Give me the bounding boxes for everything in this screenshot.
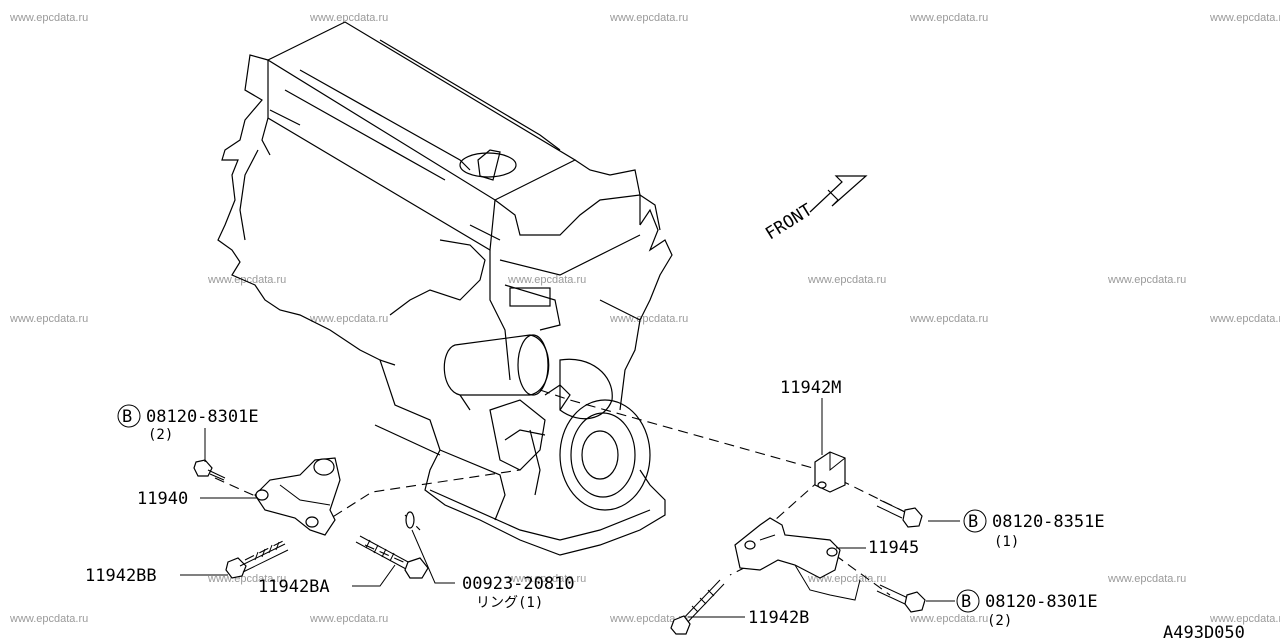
watermark: www.epcdata.ru bbox=[507, 274, 586, 286]
callout-00923-20810: 00923-20810 bbox=[462, 574, 575, 594]
watermark: www.epcdata.ru bbox=[807, 573, 886, 585]
callout-08120-8301E-bottom-qty: (2) bbox=[987, 613, 1012, 629]
bolt-mark-right: B bbox=[963, 509, 987, 533]
callout-11942BB: 11942BB bbox=[85, 566, 157, 586]
watermark: www.epcdata.ru bbox=[909, 613, 988, 625]
bolt-11942BA bbox=[355, 535, 429, 579]
watermark: www.epcdata.ru bbox=[309, 613, 388, 625]
callout-00923-20810-sub: リング(1) bbox=[476, 595, 543, 611]
watermark: www.epcdata.ru bbox=[207, 274, 286, 286]
callout-labels: 08120-8301E (2) 11940 11942BB 11942BA 00… bbox=[85, 378, 1245, 643]
watermark: www.epcdata.ru bbox=[9, 12, 88, 24]
bolt-mark-letter: B bbox=[961, 592, 971, 612]
watermark: www.epcdata.ru bbox=[807, 274, 886, 286]
engine-block bbox=[217, 21, 673, 556]
watermarks: www.epcdata.ru www.epcdata.ru www.epcdat… bbox=[9, 12, 1280, 625]
bolt-mark-letter: B bbox=[122, 407, 132, 427]
bolt-08120-8351E bbox=[876, 499, 923, 528]
bolt-mark-bottom: B bbox=[956, 589, 980, 613]
callout-08120-8301E-top: 08120-8301E bbox=[146, 407, 259, 427]
watermark: www.epcdata.ru bbox=[1107, 274, 1186, 286]
watermark: www.epcdata.ru bbox=[1107, 573, 1186, 585]
callout-11940: 11940 bbox=[137, 489, 188, 509]
watermark: www.epcdata.ru bbox=[1209, 313, 1280, 325]
bolt-08120-8301E-bottom bbox=[876, 584, 926, 613]
ring-00923 bbox=[405, 511, 415, 529]
callout-08120-8351E-qty: (1) bbox=[994, 534, 1019, 550]
watermark: www.epcdata.ru bbox=[909, 12, 988, 24]
callout-11942BA: 11942BA bbox=[258, 577, 330, 597]
watermark: www.epcdata.ru bbox=[9, 613, 88, 625]
watermark: www.epcdata.ru bbox=[207, 573, 286, 585]
insulator-11942M bbox=[814, 451, 846, 493]
callout-08120-8301E-top-qty: (2) bbox=[148, 427, 173, 443]
front-direction-arrow: FRONT bbox=[762, 175, 868, 244]
watermark: www.epcdata.ru bbox=[309, 313, 388, 325]
callout-08120-8351E: 08120-8351E bbox=[992, 512, 1105, 532]
front-label: FRONT bbox=[762, 200, 816, 244]
callout-11942M: 11942M bbox=[780, 378, 841, 398]
watermark: www.epcdata.ru bbox=[9, 313, 88, 325]
bolt-mark-top: B bbox=[117, 404, 141, 428]
bolt-top-left bbox=[193, 459, 226, 481]
watermark: www.epcdata.ru bbox=[309, 12, 388, 24]
leader-lines bbox=[180, 398, 960, 618]
engine-mount-bracket-11940 bbox=[254, 457, 341, 536]
watermark: www.epcdata.ru bbox=[1209, 613, 1280, 625]
watermark: www.epcdata.ru bbox=[609, 313, 688, 325]
bolt-11942B bbox=[670, 579, 725, 635]
watermark: www.epcdata.ru bbox=[909, 313, 988, 325]
watermark: www.epcdata.ru bbox=[1209, 12, 1280, 24]
bolt-mark-letter: B bbox=[968, 512, 978, 532]
callout-08120-8301E-bottom: 08120-8301E bbox=[985, 592, 1098, 612]
bolt-11942BB bbox=[225, 541, 289, 579]
diagram-code: A493D050 bbox=[1163, 623, 1245, 640]
callout-11942B: 11942B bbox=[748, 608, 809, 628]
mount-bracket-11945 bbox=[734, 517, 861, 601]
callout-11945: 11945 bbox=[868, 538, 919, 558]
watermark: www.epcdata.ru bbox=[609, 613, 688, 625]
watermark: www.epcdata.ru bbox=[507, 573, 586, 585]
watermark: www.epcdata.ru bbox=[609, 12, 688, 24]
